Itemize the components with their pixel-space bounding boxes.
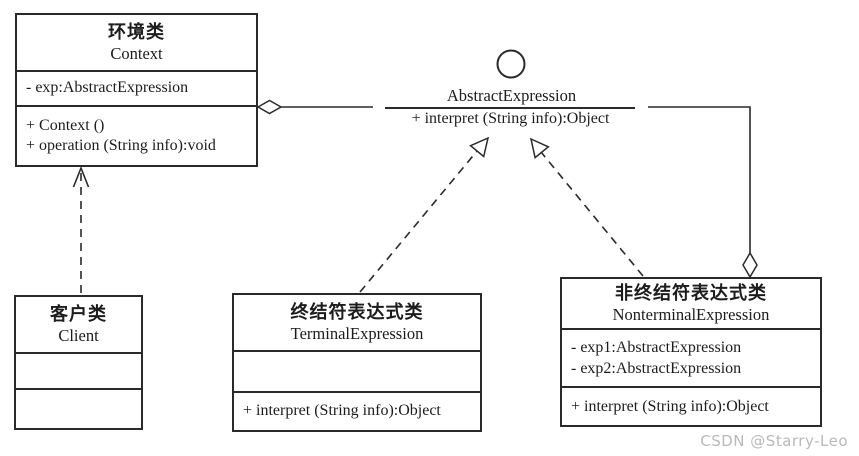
class-terminal-header: 终结符表达式类 TerminalExpression	[234, 295, 480, 352]
class-terminal-attributes	[234, 352, 480, 393]
interface-lollipop-circle	[496, 49, 526, 79]
class-name-en: NonterminalExpression	[612, 305, 770, 324]
method: + interpret (String info):Object	[243, 402, 441, 420]
class-client-attributes	[16, 354, 141, 390]
class-name-en: TerminalExpression	[290, 324, 424, 343]
class-nonterminal-header: 非终结符表达式类 NonterminalExpression	[562, 279, 820, 330]
realization-nonterminal-to-interface	[529, 137, 644, 277]
method: + Context ()	[26, 116, 105, 134]
aggregation-context-to-interface	[256, 99, 373, 115]
attribute: - exp1:AbstractExpression	[571, 338, 742, 356]
class-name-cn: 终结符表达式类	[290, 302, 424, 322]
class-name-en: Client	[58, 326, 99, 345]
method: + interpret (String info):Object	[571, 397, 769, 415]
class-name-cn: 非终结符表达式类	[615, 283, 767, 303]
class-terminal-expression: 终结符表达式类 TerminalExpression + interpret (…	[232, 293, 482, 432]
realization-terminal-to-interface	[359, 136, 490, 293]
class-nonterminal-expression: 非终结符表达式类 NonterminalExpression - exp1:Ab…	[560, 277, 822, 427]
csdn-watermark: CSDN @Starry-Leo	[700, 432, 848, 450]
class-client-methods	[16, 390, 141, 428]
aggregation-diamond	[256, 99, 283, 115]
interface-name: AbstractExpression	[446, 86, 577, 105]
class-name-cn: 环境类	[108, 22, 165, 42]
class-name-en: Context	[110, 44, 163, 63]
class-terminal-methods: + interpret (String info):Object	[234, 393, 480, 430]
interface-method: + interpret (String info):Object	[411, 110, 610, 127]
aggregation-interface-to-nonterminal	[648, 106, 758, 279]
class-context-methods: + Context () + operation (String info):v…	[17, 107, 256, 165]
attribute: - exp:AbstractExpression	[26, 79, 189, 97]
method: + operation (String info):void	[26, 137, 216, 154]
class-name-cn: 客户类	[50, 304, 107, 324]
class-client: 客户类 Client	[14, 295, 143, 430]
aggregation-diamond	[742, 251, 758, 279]
class-context-header: 环境类 Context	[17, 15, 256, 72]
open-arrowhead	[72, 165, 90, 188]
class-context: 环境类 Context - exp:AbstractExpression + C…	[15, 13, 258, 167]
class-nonterminal-methods: + interpret (String info):Object	[562, 388, 820, 425]
hollow-triangle-arrowhead	[529, 137, 550, 159]
class-context-attributes: - exp:AbstractExpression	[17, 72, 256, 107]
class-nonterminal-attributes: - exp1:AbstractExpression - exp2:Abstrac…	[562, 330, 820, 388]
class-client-header: 客户类 Client	[16, 297, 141, 354]
dependency-client-to-context	[72, 165, 90, 293]
attribute: - exp2:AbstractExpression	[571, 360, 742, 377]
hollow-triangle-arrowhead	[469, 136, 490, 158]
